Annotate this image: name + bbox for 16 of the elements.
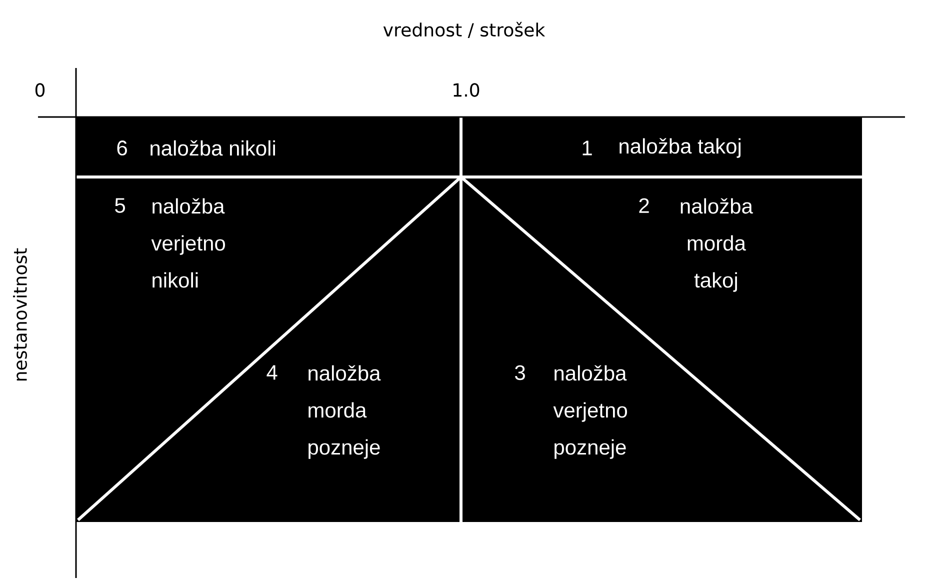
region-label: naložba verjetno pozneje	[553, 365, 628, 459]
region-number: 5	[115, 198, 125, 213]
axis-label: 1.0	[454, 83, 480, 97]
region-number: 1	[582, 140, 592, 156]
region-number: 3	[515, 365, 525, 380]
axis-label: 0	[35, 83, 45, 97]
region-number: 4	[266, 365, 278, 380]
region-label: naložba nikoli	[150, 140, 275, 156]
axis-label: vrednost / strošek	[383, 22, 546, 38]
region-label: naložba takoj	[620, 138, 740, 158]
region-label: naložba morda takoj	[680, 198, 753, 292]
region-number: 6	[117, 140, 127, 156]
region-label: naložba verjetno nikoli	[151, 198, 226, 288]
axis-label: nestanovitnost	[13, 248, 27, 380]
region-label: naložba morda pozneje	[308, 365, 381, 459]
region-number: 2	[639, 198, 649, 213]
